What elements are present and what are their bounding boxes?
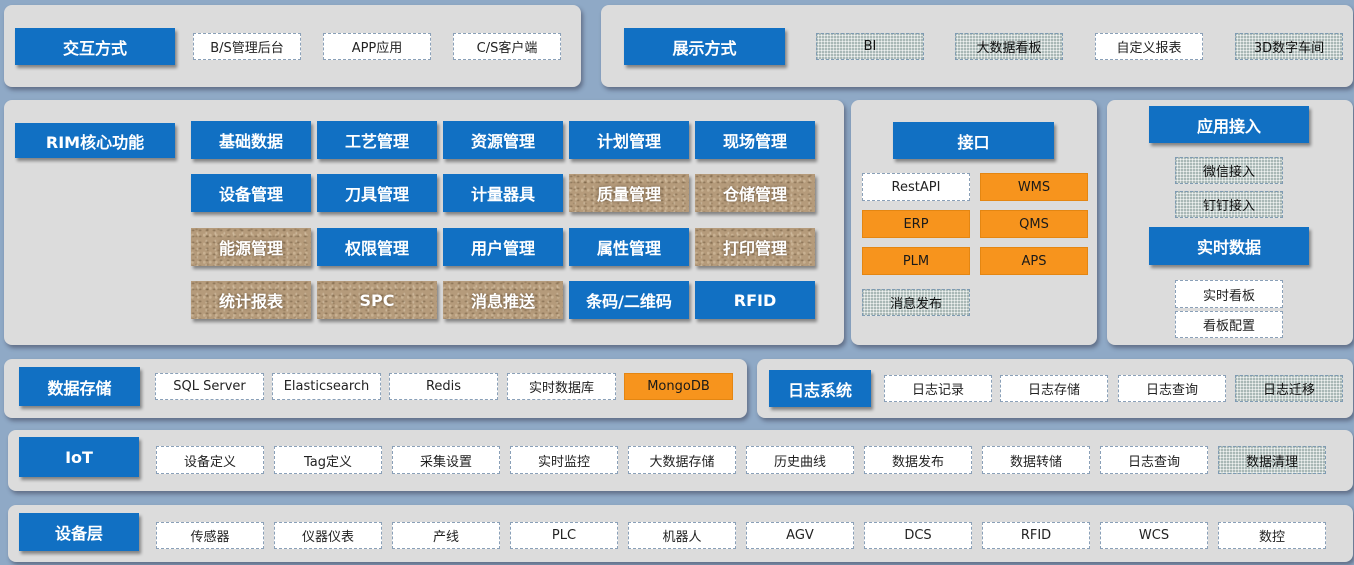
interface-item[interactable]: WMS: [980, 173, 1088, 201]
display-title: 展示方式: [624, 28, 785, 65]
core-function-cell[interactable]: 权限管理: [317, 228, 437, 266]
core-function-cell[interactable]: 用户管理: [443, 228, 563, 266]
core-title: RIM核心功能: [15, 123, 175, 158]
iot-item[interactable]: Tag定义: [274, 446, 382, 474]
core-function-cell[interactable]: 条码/二维码: [569, 281, 689, 319]
storage-item[interactable]: Redis: [389, 373, 498, 400]
core-function-cell[interactable]: 消息推送: [443, 281, 563, 319]
core-function-cell[interactable]: 资源管理: [443, 121, 563, 159]
iot-item[interactable]: 数据发布: [864, 446, 972, 474]
device-item[interactable]: 仪器仪表: [274, 522, 382, 549]
interface-item[interactable]: PLM: [862, 247, 970, 275]
device-item[interactable]: DCS: [864, 522, 972, 549]
device-item[interactable]: 传感器: [156, 522, 264, 549]
iot-item[interactable]: 历史曲线: [746, 446, 854, 474]
interaction-title: 交互方式: [15, 28, 175, 65]
device-item[interactable]: PLC: [510, 522, 618, 549]
device-item[interactable]: 数控: [1218, 522, 1326, 549]
interface-item[interactable]: ERP: [862, 210, 970, 238]
logs-title: 日志系统: [769, 370, 871, 407]
interface-item[interactable]: APS: [980, 247, 1088, 275]
app-access-item[interactable]: 微信接入: [1175, 157, 1283, 184]
device-item[interactable]: 产线: [392, 522, 500, 549]
iot-item[interactable]: 设备定义: [156, 446, 264, 474]
interface-item[interactable]: 消息发布: [862, 289, 970, 316]
iot-item[interactable]: 数据转储: [982, 446, 1090, 474]
core-function-cell[interactable]: RFID: [695, 281, 815, 319]
storage-item[interactable]: SQL Server: [155, 373, 264, 400]
core-function-cell[interactable]: 属性管理: [569, 228, 689, 266]
device-item[interactable]: RFID: [982, 522, 1090, 549]
app-access-title: 应用接入: [1149, 106, 1309, 143]
core-function-cell[interactable]: 计量器具: [443, 174, 563, 212]
interface-item[interactable]: QMS: [980, 210, 1088, 238]
device-item[interactable]: AGV: [746, 522, 854, 549]
core-function-cell[interactable]: 计划管理: [569, 121, 689, 159]
iot-item[interactable]: 大数据存储: [628, 446, 736, 474]
interface-title: 接口: [893, 122, 1054, 159]
interface-item[interactable]: RestAPI: [862, 173, 970, 201]
core-function-cell[interactable]: 统计报表: [191, 281, 311, 319]
realtime-title: 实时数据: [1149, 227, 1309, 265]
realtime-item[interactable]: 看板配置: [1175, 311, 1283, 338]
core-function-cell[interactable]: 工艺管理: [317, 121, 437, 159]
interaction-item[interactable]: B/S管理后台: [193, 33, 301, 60]
realtime-item[interactable]: 实时看板: [1175, 280, 1283, 308]
core-function-cell[interactable]: 能源管理: [191, 228, 311, 266]
core-function-cell[interactable]: 基础数据: [191, 121, 311, 159]
iot-item[interactable]: 采集设置: [392, 446, 500, 474]
logs-item[interactable]: 日志查询: [1118, 375, 1226, 402]
display-item[interactable]: 自定义报表: [1095, 33, 1203, 60]
device-item[interactable]: WCS: [1100, 522, 1208, 549]
iot-title: IoT: [19, 437, 139, 477]
iot-item[interactable]: 实时监控: [510, 446, 618, 474]
core-function-cell[interactable]: 现场管理: [695, 121, 815, 159]
core-function-cell[interactable]: 设备管理: [191, 174, 311, 212]
storage-item[interactable]: MongoDB: [624, 373, 733, 400]
interaction-item[interactable]: APP应用: [323, 33, 431, 60]
app-access-item[interactable]: 钉钉接入: [1175, 191, 1283, 218]
interaction-item[interactable]: C/S客户端: [453, 33, 561, 60]
logs-item[interactable]: 日志迁移: [1235, 375, 1343, 402]
storage-item[interactable]: 实时数据库: [507, 373, 616, 400]
core-function-cell[interactable]: 仓储管理: [695, 174, 815, 212]
storage-title: 数据存储: [19, 367, 140, 406]
iot-item[interactable]: 日志查询: [1100, 446, 1208, 474]
display-item[interactable]: BI: [816, 33, 924, 60]
storage-item[interactable]: Elasticsearch: [272, 373, 381, 400]
display-item[interactable]: 3D数字车间: [1235, 33, 1343, 60]
core-function-cell[interactable]: 质量管理: [569, 174, 689, 212]
logs-item[interactable]: 日志存储: [1000, 375, 1108, 402]
core-function-cell[interactable]: SPC: [317, 281, 437, 319]
core-function-cell[interactable]: 打印管理: [695, 228, 815, 266]
iot-item[interactable]: 数据清理: [1218, 446, 1326, 474]
devices-title: 设备层: [19, 513, 139, 551]
logs-item[interactable]: 日志记录: [884, 375, 992, 402]
core-function-cell[interactable]: 刀具管理: [317, 174, 437, 212]
device-item[interactable]: 机器人: [628, 522, 736, 549]
display-item[interactable]: 大数据看板: [955, 33, 1063, 60]
